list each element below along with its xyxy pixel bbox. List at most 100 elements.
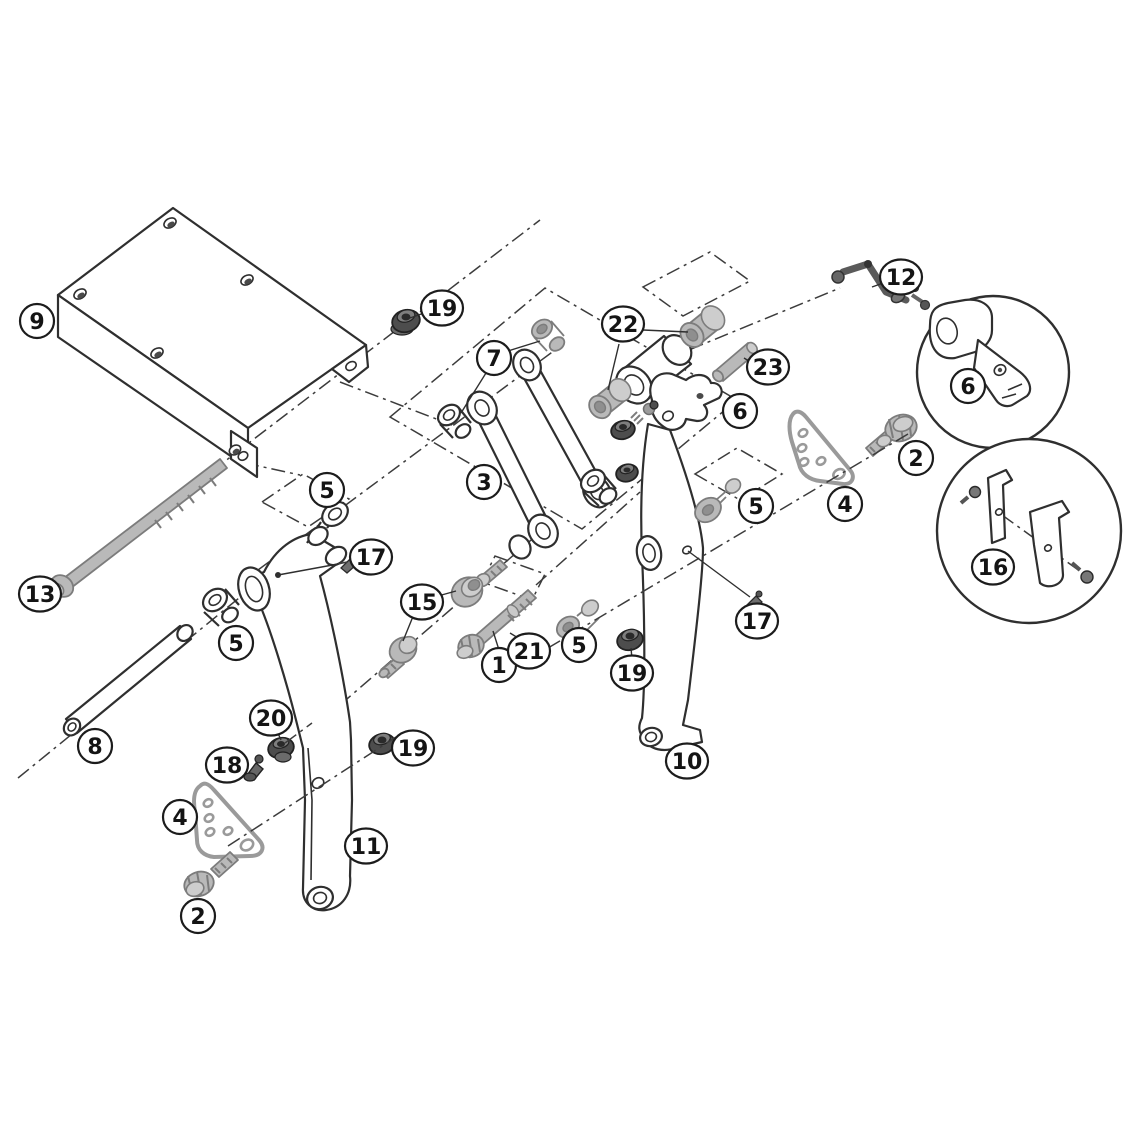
callout-17: 17 [734,602,780,640]
callout-21: 21 [506,632,552,670]
callout-circle [970,548,1016,586]
nut-19c [616,628,644,652]
callout-circle [308,471,346,509]
callout-4: 4 [161,798,199,836]
bolt-15b [378,635,418,679]
callout-22: 22 [600,305,646,343]
callout-13: 13 [17,575,63,613]
axis-fitting17-left [337,561,348,565]
callout-number: 19 [427,297,458,322]
callout-number: 7 [486,347,501,372]
part-13-bolt [49,458,228,598]
callout-circle [248,699,294,737]
callout-circle [76,727,114,765]
callout-number: 5 [571,634,586,659]
callout-circle [721,392,759,430]
callout-number: 3 [476,471,491,496]
callout-number: 2 [908,447,923,472]
callout-number: 4 [172,806,187,831]
callout-6: 6 [949,367,987,405]
washer-7a [436,403,472,439]
callout-19: 19 [419,289,465,327]
callout-circle [878,258,924,296]
callout-6: 6 [721,392,759,430]
callout-5: 5 [217,624,255,662]
callout-number: 5 [228,632,243,657]
callout-23: 23 [745,348,791,386]
axis-bolt2-left [227,736,397,847]
callout-5: 5 [737,487,775,525]
axis-bolt15 [339,527,546,706]
nut-19b [368,732,396,756]
adjuster-screw-spring [630,400,659,425]
callout-7: 7 [475,339,513,377]
callout-number: 9 [29,310,44,335]
phantom-box-bushing22b [641,251,752,317]
callout-circle [734,602,780,640]
callout-number: 8 [87,735,102,760]
part-9-bracket [56,206,370,479]
nut-20 [267,736,295,763]
leader-line [492,630,500,651]
callout-18: 18 [204,746,250,784]
phantom-box-bushing5d [693,447,784,501]
callout-number: 21 [514,640,545,665]
washer-center [579,468,618,507]
pointer-17-right [687,550,751,598]
detail-circle-16 [935,437,1123,625]
callout-number: 5 [319,479,334,504]
callout-circle [161,798,199,836]
part-3-links [466,348,612,560]
bushing-7b [530,318,566,352]
bushing-22b [679,305,726,348]
callout-20: 20 [248,699,294,737]
callout-circle [826,485,864,523]
callout-8: 8 [76,727,114,765]
part-4-plate-left [192,781,265,859]
center-lines-front [227,433,909,847]
bolt-15a [450,559,508,608]
callout-19: 19 [390,729,436,767]
callout-2: 2 [897,439,935,477]
callout-circle [390,729,436,767]
part-11-lever [237,532,354,912]
callout-number: 17 [742,610,773,635]
axis-bushing5a [257,349,556,571]
washer-21 [506,604,520,618]
callout-circle [419,289,465,327]
callout-circle [348,538,394,576]
callout-circle [664,742,710,780]
callout-5: 5 [308,471,346,509]
part-2-bolt-left [183,851,239,898]
callout-number: 5 [748,495,763,520]
leader-line [642,329,689,333]
axis-flange-link [339,381,453,426]
callout-circle [600,305,646,343]
callout-circle [18,302,56,340]
callout-16: 16 [970,548,1016,586]
callout-circle [343,827,389,865]
callout-circle [399,583,445,621]
nut-19a [390,308,421,336]
part-2-bolt-right [865,413,918,457]
callout-circle [897,439,935,477]
grease-fitting-18 [243,754,264,782]
callout-circle [737,487,775,525]
callout-number: 13 [25,583,56,608]
callout-number: 23 [753,356,784,381]
callout-number: 15 [407,591,438,616]
callout-circle [506,632,552,670]
callout-circle [475,339,513,377]
callout-17: 17 [348,538,394,576]
callout-number: 2 [190,905,205,930]
callout-number: 18 [212,754,243,779]
callout-number: 17 [356,546,387,571]
callout-number: 10 [672,750,703,775]
callout-4: 4 [826,485,864,523]
callout-circle [560,626,598,664]
part-10-lever [635,422,705,751]
callout-number: 20 [256,707,287,732]
